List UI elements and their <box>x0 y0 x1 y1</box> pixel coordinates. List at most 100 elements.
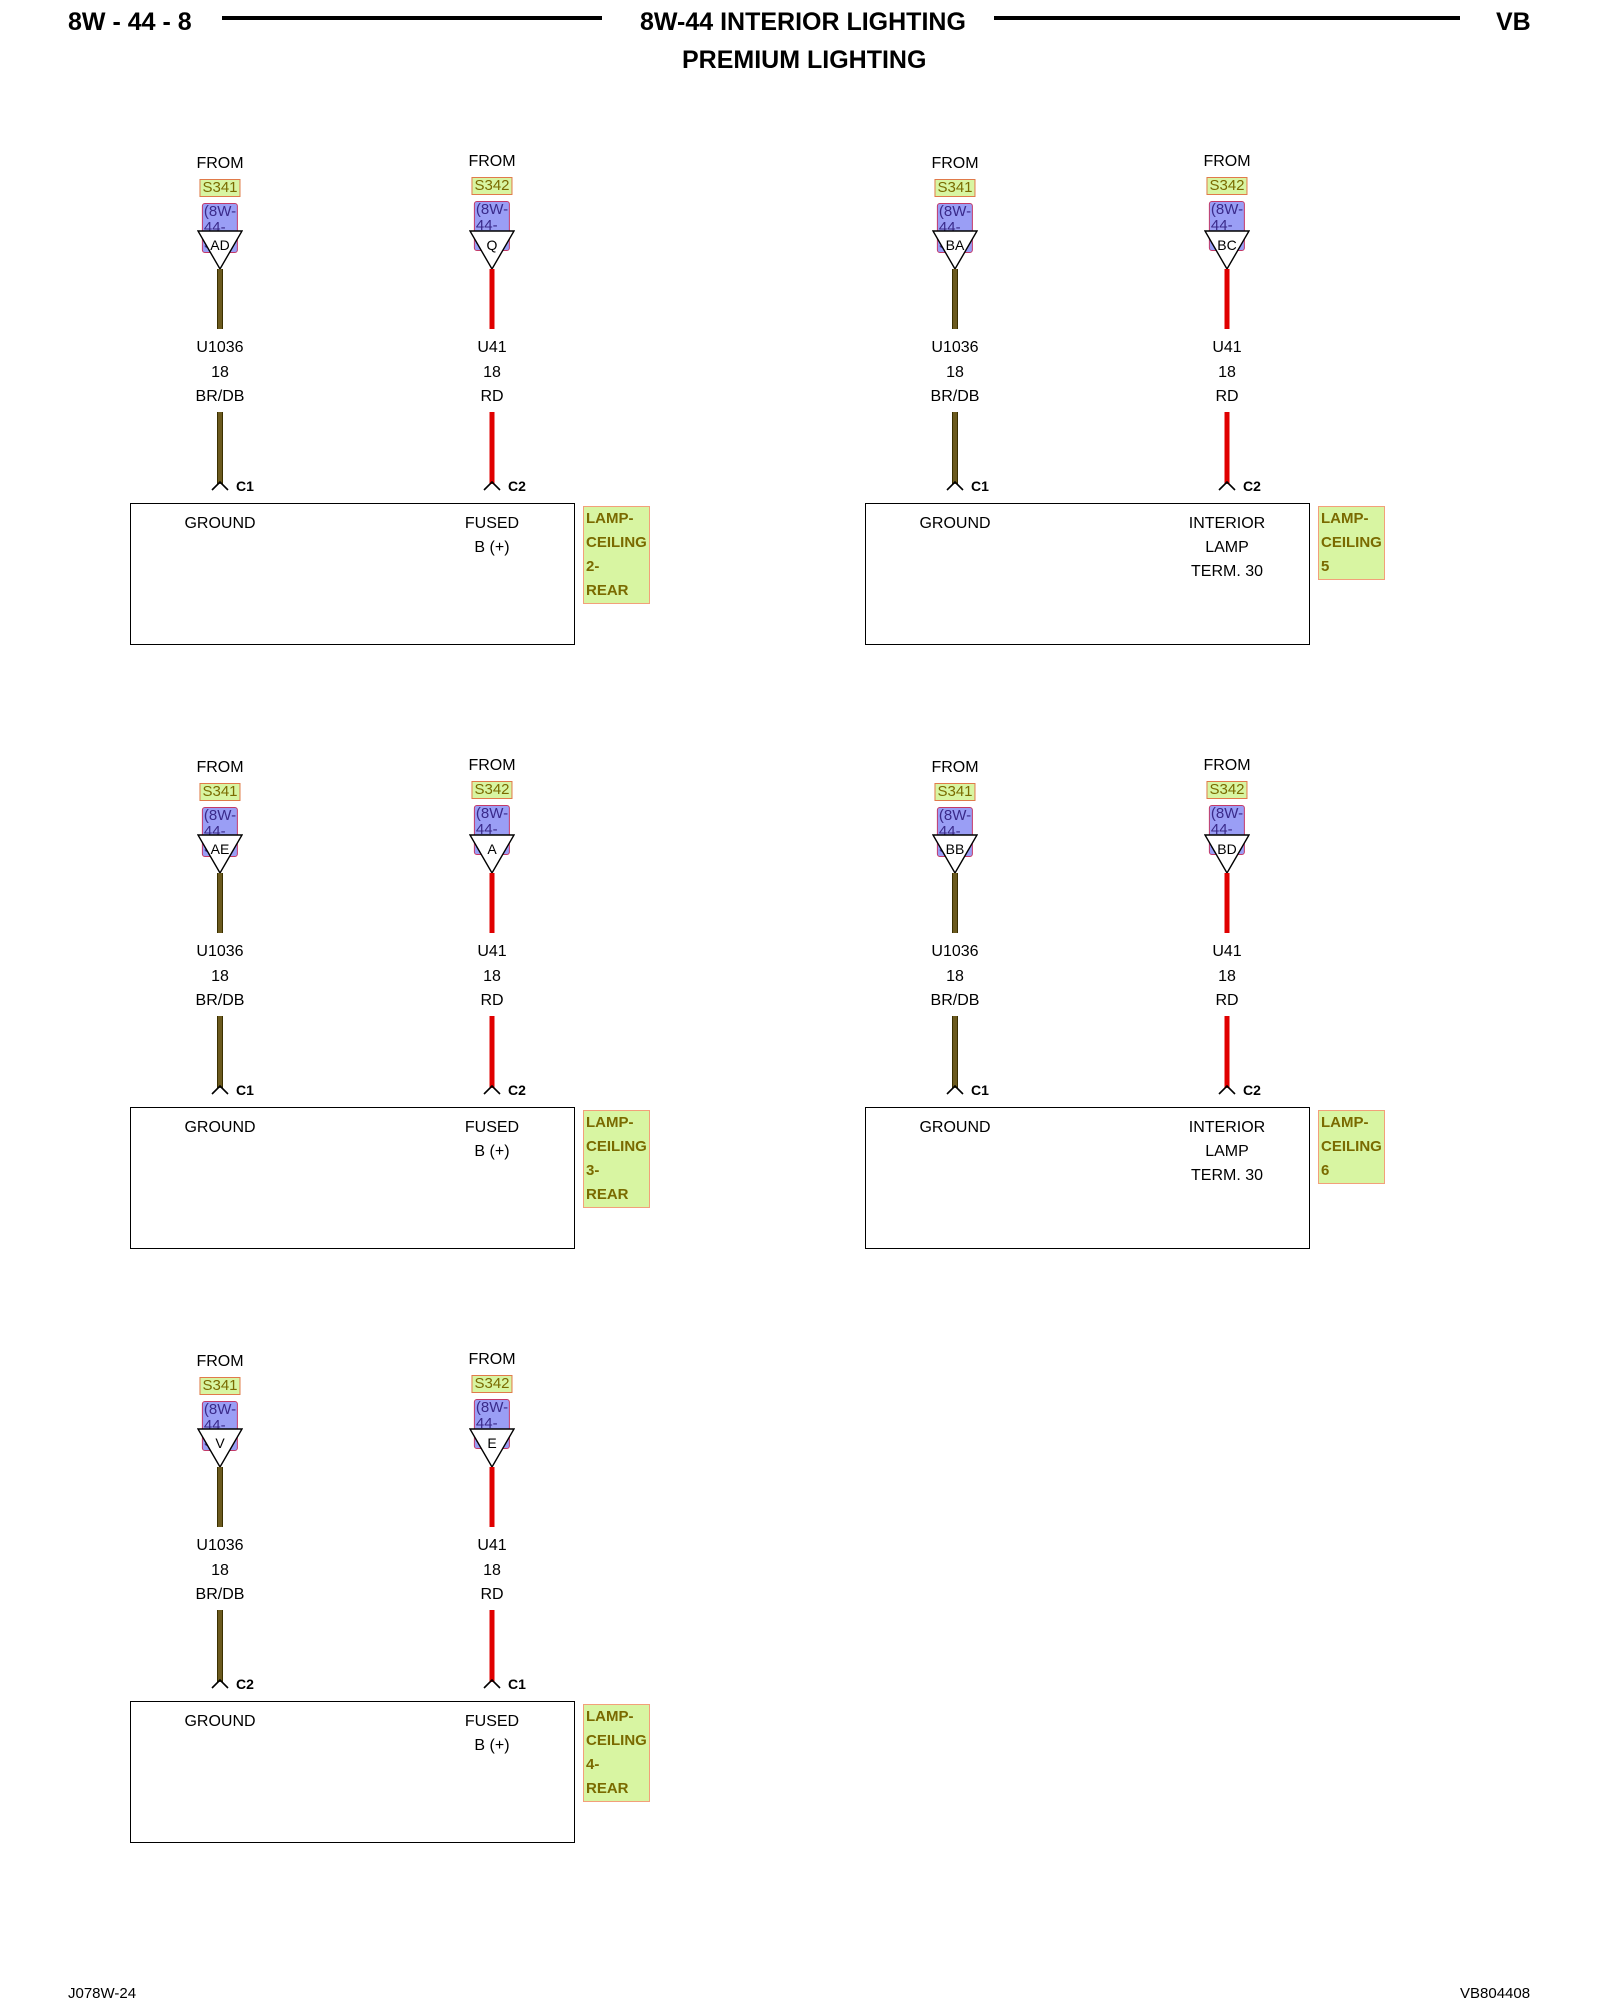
circuit-number-a: U1036 <box>196 339 244 356</box>
component-box[interactable] <box>865 503 1310 645</box>
wire-upper-b[interactable] <box>1224 873 1230 933</box>
triangle-connector-icon <box>931 834 979 875</box>
wire-upper-a[interactable] <box>952 269 958 329</box>
triangle-connector-icon <box>196 230 244 271</box>
connector-symbol-a <box>945 478 965 491</box>
circuit-number-b: U41 <box>1212 943 1242 960</box>
footer-right-code: VB804408 <box>1460 1985 1531 2002</box>
wire-lower-a[interactable] <box>952 412 958 484</box>
splice-tag-a[interactable]: S341 <box>934 783 976 801</box>
connector-chevron-icon <box>1218 480 1236 491</box>
connector-chevron-icon <box>211 1678 229 1689</box>
connector-triangle-a: V <box>196 1428 244 1469</box>
connector-id-b: C2 <box>1243 1082 1261 1098</box>
wire-color-a: BR/DB <box>930 992 980 1009</box>
wire-color-b: RD <box>1215 388 1239 405</box>
wire-upper-a[interactable] <box>217 269 223 329</box>
connector-id-b: C2 <box>508 478 526 494</box>
pin-function-ground: GROUND <box>184 1713 256 1730</box>
from-label: FROM <box>196 155 244 172</box>
pin-label-a: BA <box>945 237 965 253</box>
splice-tag-b[interactable]: S342 <box>471 1375 513 1393</box>
circuit-number-b: U41 <box>477 943 507 960</box>
splice-tag-a[interactable]: S341 <box>199 179 241 197</box>
connector-triangle-a: AD <box>196 230 244 271</box>
component-name-tag[interactable]: LAMP- CEILING 5 <box>1318 506 1385 580</box>
pin-label-b: Q <box>486 237 498 253</box>
wire-lower-a[interactable] <box>217 412 223 484</box>
wire-lower-a[interactable] <box>952 1016 958 1088</box>
circuit-number-a: U1036 <box>931 339 979 356</box>
component-box[interactable] <box>865 1107 1310 1249</box>
wire-gauge-a: 18 <box>946 968 964 985</box>
splice-tag-b[interactable]: S342 <box>1206 781 1248 799</box>
connector-chevron-icon <box>211 480 229 491</box>
connector-symbol-a <box>210 1082 230 1095</box>
pin-function-ground: GROUND <box>919 515 991 532</box>
wire-lower-b[interactable] <box>1224 412 1230 484</box>
splice-tag-b[interactable]: S342 <box>471 177 513 195</box>
connector-triangle-b: BC <box>1203 230 1251 271</box>
connector-chevron-icon <box>1218 1084 1236 1095</box>
from-label: FROM <box>468 153 516 170</box>
connector-symbol-a <box>210 1676 230 1689</box>
triangle-connector-icon <box>468 230 516 271</box>
connector-symbol-b <box>482 1082 502 1095</box>
pin-function-ground: GROUND <box>184 1119 256 1136</box>
component-name-tag[interactable]: LAMP- CEILING 6 <box>1318 1110 1385 1184</box>
wire-color-b: RD <box>480 388 504 405</box>
component-name-tag[interactable]: LAMP- CEILING 2- REAR <box>583 506 650 604</box>
pin-label-a: BB <box>945 841 965 857</box>
connector-id-a: C1 <box>971 478 989 494</box>
wire-gauge-a: 18 <box>211 1562 229 1579</box>
wire-lower-a[interactable] <box>217 1610 223 1682</box>
connector-triangle-b: Q <box>468 230 516 271</box>
wire-lower-a[interactable] <box>217 1016 223 1088</box>
pin-label-b: BC <box>1217 237 1237 253</box>
triangle-connector-icon <box>1203 834 1251 875</box>
wire-lower-b[interactable] <box>1224 1016 1230 1088</box>
connector-triangle-b: BD <box>1203 834 1251 875</box>
circuit-number-a: U1036 <box>196 943 244 960</box>
connector-triangle-b: A <box>468 834 516 875</box>
circuit-number-b: U41 <box>1212 339 1242 356</box>
pin-label-b: BD <box>1217 841 1237 857</box>
from-label: FROM <box>196 1353 244 1370</box>
brand-code: VB <box>1496 8 1531 36</box>
triangle-connector-icon <box>196 834 244 875</box>
splice-tag-a[interactable]: S341 <box>199 1377 241 1395</box>
pin-label-b: A <box>487 841 497 857</box>
wire-lower-b[interactable] <box>489 1610 495 1682</box>
splice-tag-a[interactable]: S341 <box>199 783 241 801</box>
component-box[interactable] <box>130 1701 575 1843</box>
connector-symbol-b <box>1217 478 1237 491</box>
wire-upper-a[interactable] <box>217 1467 223 1527</box>
connector-id-a: C2 <box>236 1676 254 1692</box>
wire-upper-b[interactable] <box>1224 269 1230 329</box>
wire-upper-a[interactable] <box>952 873 958 933</box>
wire-gauge-b: 18 <box>483 1562 501 1579</box>
component-name-tag[interactable]: LAMP- CEILING 3- REAR <box>583 1110 650 1208</box>
footer-left-code: J078W-24 <box>68 1985 137 2002</box>
circuit-number-a: U1036 <box>196 1537 244 1554</box>
component-box[interactable] <box>130 1107 575 1249</box>
wire-lower-b[interactable] <box>489 412 495 484</box>
splice-tag-b[interactable]: S342 <box>1206 177 1248 195</box>
pin-label-a: AE <box>210 841 230 857</box>
wire-gauge-b: 18 <box>483 364 501 381</box>
splice-tag-b[interactable]: S342 <box>471 781 513 799</box>
wire-upper-a[interactable] <box>217 873 223 933</box>
splice-tag-a[interactable]: S341 <box>934 179 976 197</box>
page-reference: 8W - 44 - 8 <box>68 8 192 36</box>
component-box[interactable] <box>130 503 575 645</box>
connector-chevron-icon <box>483 1084 501 1095</box>
wire-gauge-a: 18 <box>946 364 964 381</box>
wire-upper-b[interactable] <box>489 1467 495 1527</box>
wire-gauge-a: 18 <box>211 364 229 381</box>
component-name-tag[interactable]: LAMP- CEILING 4- REAR <box>583 1704 650 1802</box>
pin-function-power: FUSED B (+) <box>464 1713 520 1754</box>
wire-lower-b[interactable] <box>489 1016 495 1088</box>
connector-id-b: C1 <box>508 1676 526 1692</box>
wire-upper-b[interactable] <box>489 269 495 329</box>
wire-upper-b[interactable] <box>489 873 495 933</box>
